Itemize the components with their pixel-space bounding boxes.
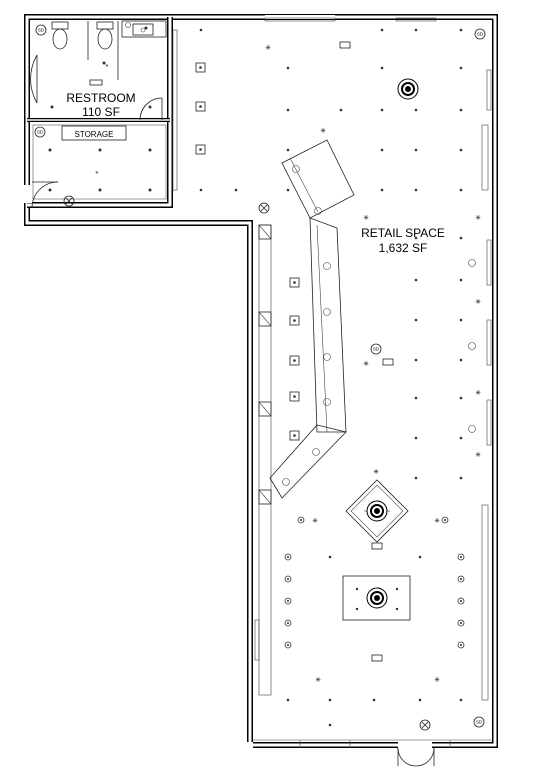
retail-area: 1,632 SF	[379, 241, 428, 255]
svg-text:✳: ✳	[363, 214, 369, 222]
svg-text:✳: ✳	[315, 676, 321, 684]
display-fixture	[269, 139, 355, 499]
toilet-1	[51, 21, 69, 50]
restroom-area: 110 SF	[82, 105, 120, 119]
retail-fixtures: SD SD SD	[195, 28, 486, 731]
svg-text:✳: ✳	[312, 517, 318, 525]
exit-fixture-2	[419, 719, 431, 731]
restroom-label: RESTROOM	[66, 91, 135, 105]
svg-text:✳: ✳	[95, 170, 99, 175]
restroom-smoke-detector: SD	[38, 28, 45, 33]
diamond-display	[345, 479, 409, 550]
smoke-detector-retail-2: SD	[370, 343, 382, 355]
svg-text:✳: ✳	[105, 63, 109, 68]
exit-fixture-1	[258, 202, 270, 214]
svg-text:✳: ✳	[265, 44, 271, 52]
svg-text:✳: ✳	[434, 517, 440, 525]
svg-text:SD: SD	[477, 32, 484, 37]
svg-text:✳: ✳	[363, 360, 369, 368]
svg-text:✳: ✳	[475, 214, 481, 222]
toilet-2	[96, 21, 114, 50]
svg-text:SD: SD	[476, 720, 483, 725]
exterior-walls	[24, 14, 498, 749]
storage-room: STORAGE SD ✳	[31, 124, 167, 209]
smoke-detector-retail-3: SD	[473, 716, 485, 728]
storage-label: STORAGE	[75, 130, 114, 139]
retail-wall-fixtures	[172, 17, 492, 767]
svg-text:✳: ✳	[475, 298, 481, 306]
smoke-detector-retail-1: SD	[474, 28, 486, 40]
svg-text:SD: SD	[373, 347, 380, 352]
storage-smoke-detector: SD	[37, 130, 44, 135]
restroom: SD RESTROOM 110 SF ✳	[30, 20, 167, 121]
svg-text:✳: ✳	[320, 127, 326, 135]
svg-text:✳: ✳	[475, 389, 481, 397]
svg-text:✳: ✳	[434, 676, 440, 684]
sink	[121, 20, 167, 38]
square-display	[342, 575, 411, 621]
svg-text:✳: ✳	[373, 468, 379, 476]
retail-label: RETAIL SPACE	[361, 226, 445, 240]
speaker-top	[397, 78, 419, 100]
svg-text:✳: ✳	[475, 451, 481, 459]
